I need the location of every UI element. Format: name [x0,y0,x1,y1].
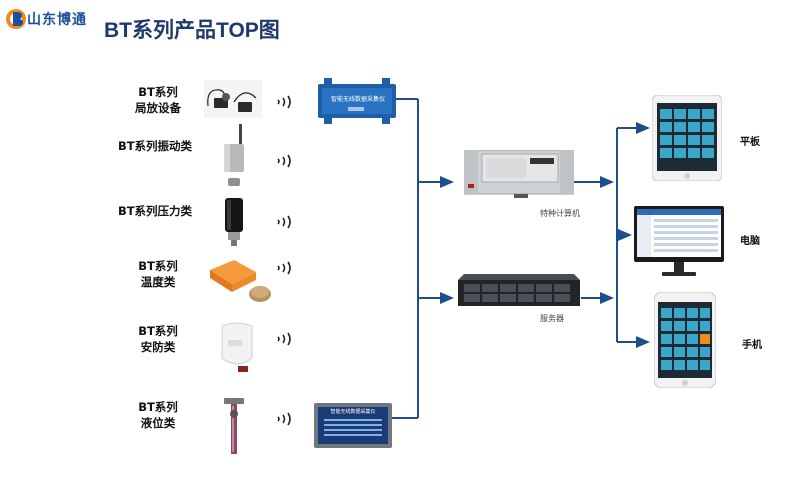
vibration-sensor-image [224,124,244,186]
sensor-label-liquid-level: BT系列 液位类 [118,399,198,431]
wireless-signal-icon [277,261,291,275]
wireless-signal-icon [277,154,291,168]
sensor-label-line: BT系列 [138,400,178,414]
page-title: BT系列产品TOP图 [104,19,280,42]
sensor-label-line: 局放设备 [135,101,181,115]
panel-screen-text: 智能无线数据采集仪 [330,409,376,415]
server-caption: 服务器 [540,314,564,323]
output-label-computer: 电脑 [740,236,760,247]
output-label-phone: 手机 [742,340,762,351]
sensor-label-pressure: BT系列压力类 [110,203,200,219]
phone-image [654,292,716,388]
sensor-label-temperature: BT系列 温度类 [118,258,198,290]
server-image [458,274,580,306]
partial-discharge-device-image [204,80,262,118]
sensor-label-line: BT系列压力类 [117,204,193,218]
temperature-sensor-image [210,260,271,302]
sensor-label-line: BT系列 [138,85,178,99]
sensor-label-security: BT系列 安防类 [118,323,198,355]
sensor-label-line: 液位类 [140,416,176,430]
sensor-label-line: 温度类 [140,275,176,289]
wireless-gateway-image [318,78,396,124]
industrial-computer-caption: 特种计算机 [540,209,580,218]
liquid-level-sensor-image [224,398,244,454]
industrial-computer-image [464,150,574,198]
output-label-tablet: 平板 [740,137,760,148]
wireless-signal-icon [277,332,291,346]
logo-text: 山东博通 [27,12,87,28]
wireless-signal-icon [277,412,291,426]
desktop-monitor-image [634,206,724,276]
sensor-label-vibration: BT系列振动类 [110,138,200,154]
company-logo [6,9,26,29]
sensor-label-line: 安防类 [140,340,176,354]
wireless-signal-icon [277,95,291,109]
sensor-label-partial-discharge: BT系列 局放设备 [118,84,198,116]
wireless-signal-icon [277,215,291,229]
sensor-label-line: BT系列振动类 [117,139,193,153]
pressure-sensor-image [225,198,243,246]
display-panel-image [314,403,392,448]
sensor-label-line: BT系列 [138,324,178,338]
tablet-image [652,95,722,181]
sensor-label-line: BT系列 [138,259,178,273]
security-sensor-image [221,322,253,372]
gateway-screen-text: 智能无线数据采集仪 [330,96,385,103]
